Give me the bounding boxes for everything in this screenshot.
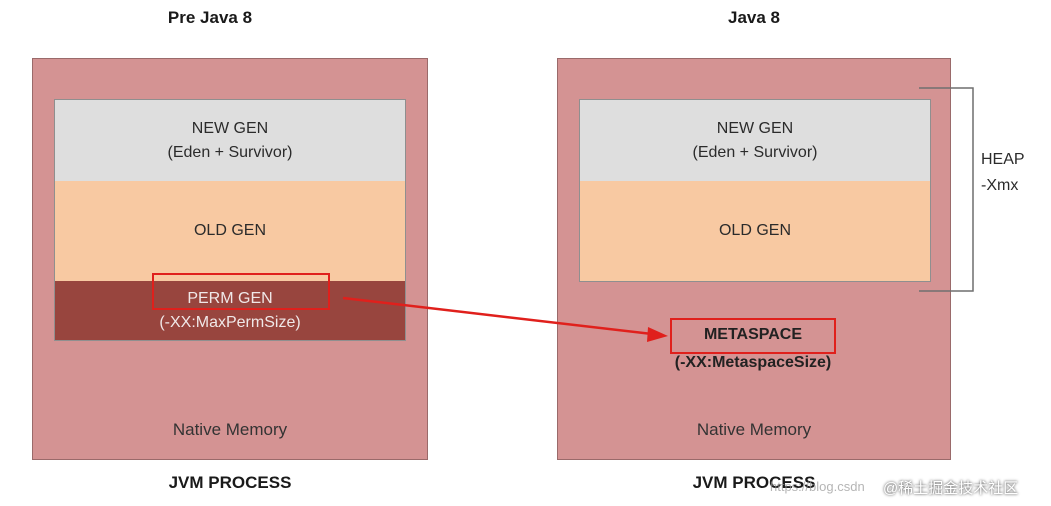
- heap-label-title: HEAP: [981, 151, 1025, 168]
- right-old-gen-label: OLD GEN: [718, 222, 791, 239]
- left-perm-gen-sub: (-XX:MaxPermSize): [159, 314, 301, 331]
- perm-gen-highlight-box: [152, 273, 330, 310]
- heap-label-flag: -Xmx: [981, 177, 1019, 194]
- right-new-gen: NEW GEN (Eden + Survivor): [580, 100, 930, 181]
- heap-label: HEAP -Xmx: [981, 147, 1047, 203]
- metaspace-highlight-box: [670, 318, 836, 354]
- right-new-gen-sub: (Eden + Survivor): [692, 143, 818, 161]
- right-new-gen-label: NEW GEN: [716, 119, 794, 137]
- metaspace-sub: (-XX:MetaspaceSize): [674, 354, 832, 371]
- left-perm-gen-label: PERM GEN: [187, 290, 273, 307]
- right-native-memory: Native Memory: [696, 420, 812, 439]
- left-title: Pre Java 8: [167, 8, 253, 27]
- right-heap-container: [579, 99, 931, 282]
- left-old-gen: OLD GEN: [55, 181, 405, 281]
- left-perm-gen: PERM GEN (-XX:MaxPermSize): [55, 281, 405, 340]
- metaspace-label: METASPACE: [703, 326, 803, 343]
- left-new-gen-sub: (Eden + Survivor): [167, 143, 293, 161]
- left-new-gen: NEW GEN (Eden + Survivor): [55, 100, 405, 181]
- left-heap-container: [54, 99, 406, 341]
- right-old-gen: OLD GEN: [580, 181, 930, 281]
- left-old-gen-label: OLD GEN: [193, 222, 266, 239]
- right-jvm-process-label: JVM PROCESS: [692, 473, 816, 492]
- watermark-brand: @稀土掘金技术社区: [883, 480, 1019, 497]
- right-title: Java 8: [728, 8, 780, 27]
- left-native-memory: Native Memory: [172, 420, 288, 439]
- left-new-gen-label: NEW GEN: [191, 119, 269, 137]
- heap-bracket: [919, 87, 974, 292]
- left-jvm-process-label: JVM PROCESS: [168, 473, 292, 492]
- watermark-url: https://blog.csdn: [770, 479, 865, 494]
